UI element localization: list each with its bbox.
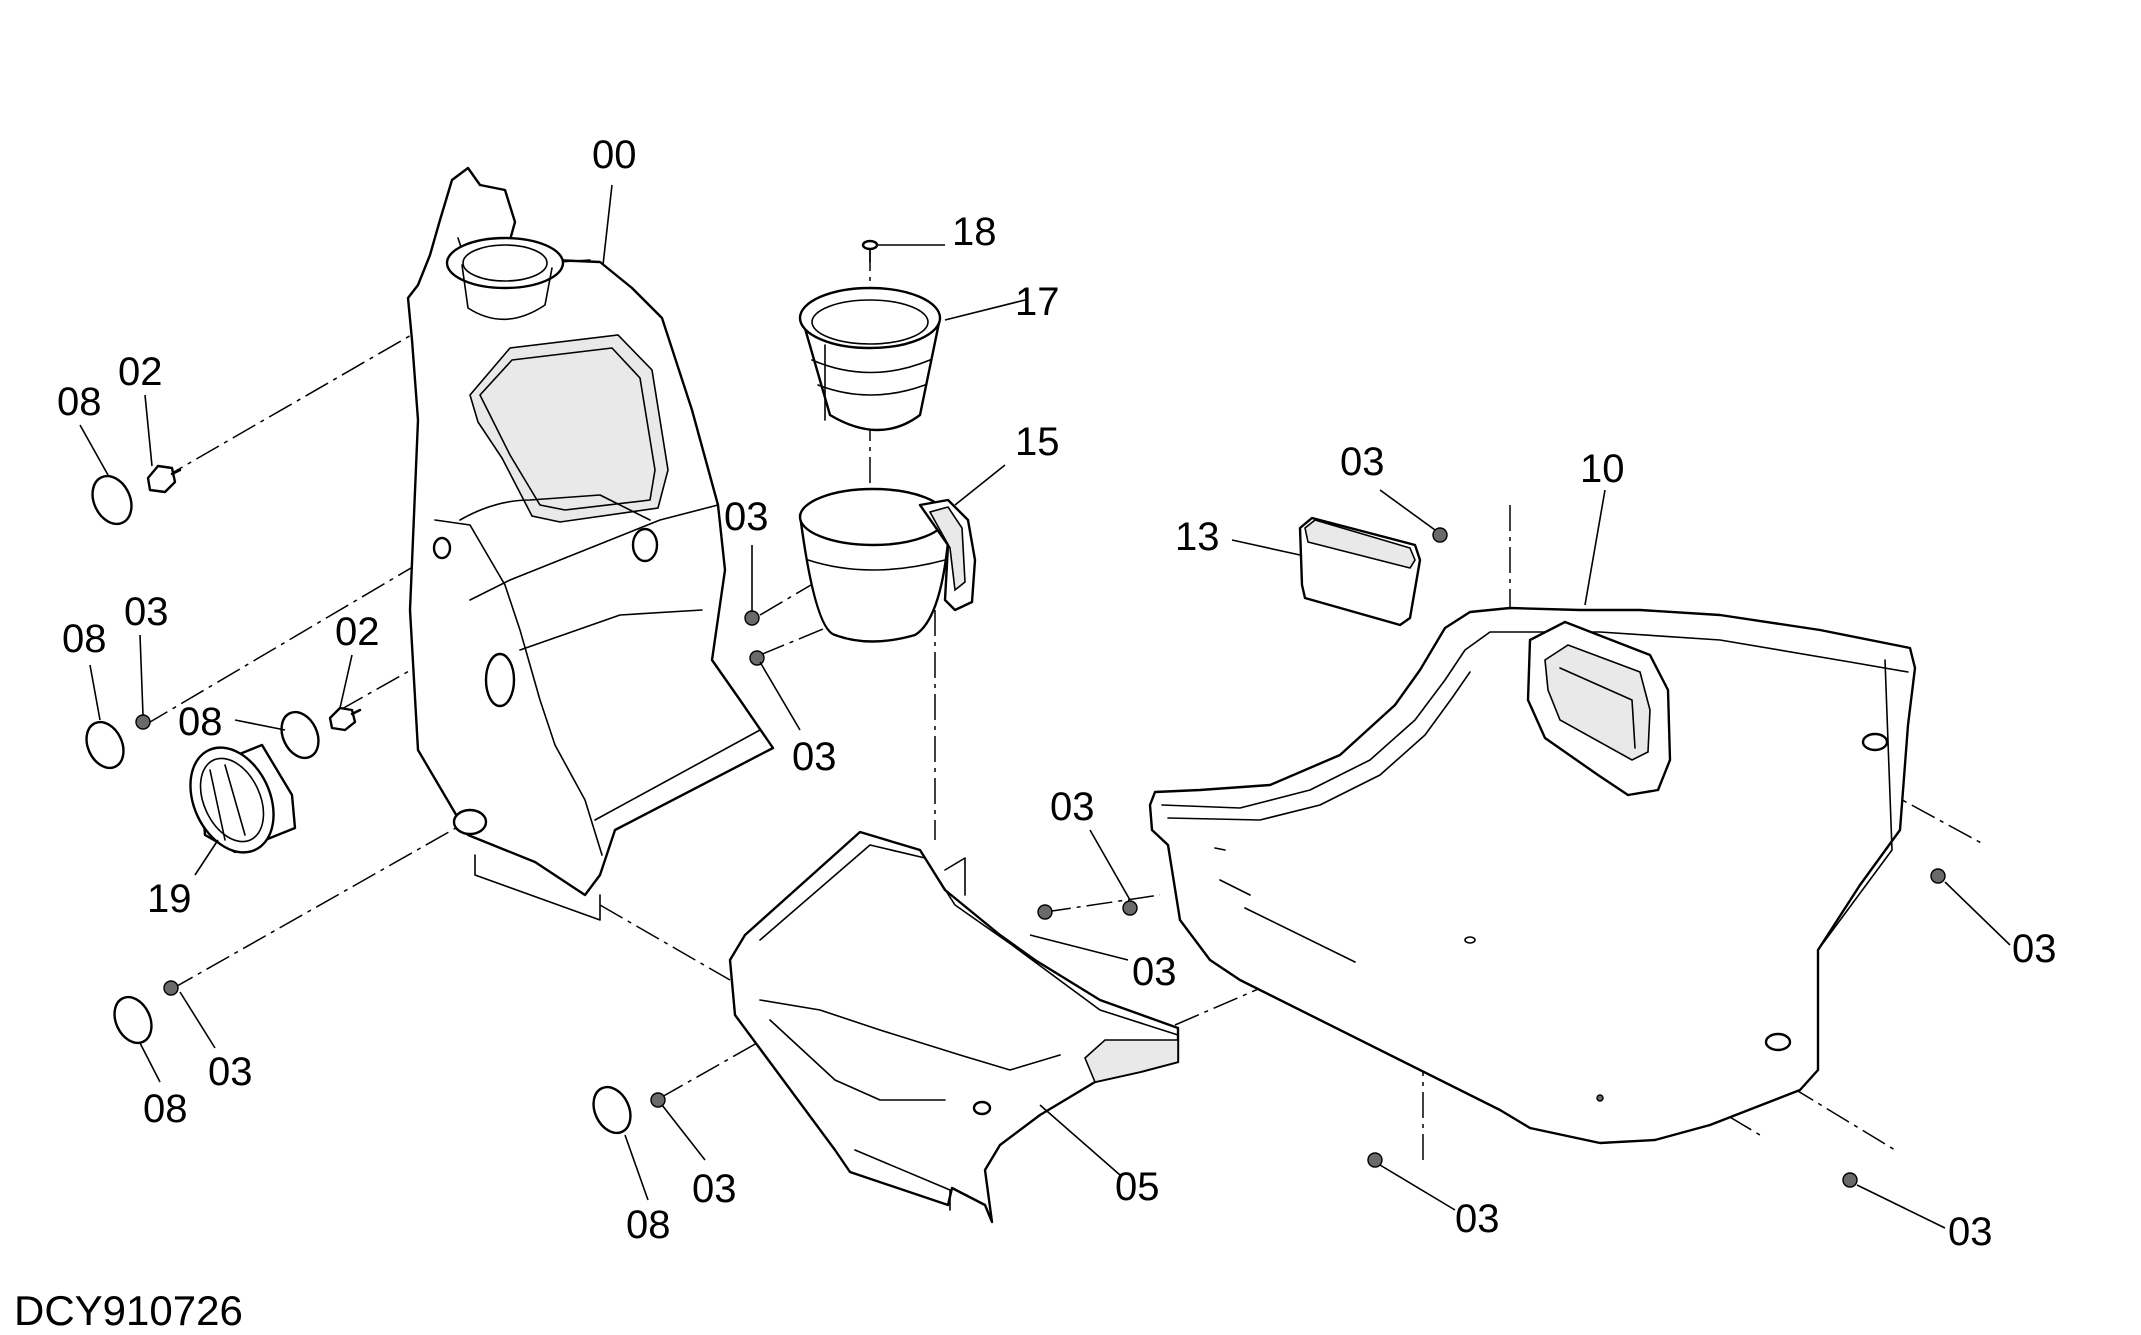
bolts: [135, 464, 1946, 1188]
callout-08: 08: [62, 617, 107, 661]
duct-ring: [189, 743, 297, 854]
side-panel: [1148, 606, 1917, 1145]
callout-15: 15: [1015, 420, 1060, 464]
bolt-03-k: [1842, 1172, 1858, 1188]
callout-03: 03: [2012, 927, 2057, 971]
callout-labels: 00 02 08 03 08 02 08 19 03 08 03 03 18 1…: [57, 133, 2057, 1254]
callout-08: 08: [143, 1087, 188, 1131]
callout-10: 10: [1580, 447, 1625, 491]
cover-plug: [1298, 516, 1422, 627]
callout-08: 08: [57, 380, 102, 424]
caps: [85, 474, 632, 1135]
cap-08-c: [280, 710, 320, 760]
cup-holder-ring: [798, 286, 942, 432]
pin: [861, 239, 879, 263]
bolt-03-j: [1930, 868, 1946, 884]
bolt-03-d: [749, 650, 765, 666]
bolt-03-a: [135, 714, 151, 730]
callout-00: 00: [592, 133, 637, 177]
callout-18: 18: [952, 210, 997, 254]
bolt-03-b: [163, 980, 179, 996]
callout-08: 08: [178, 700, 223, 744]
callout-03: 03: [792, 735, 837, 779]
bolt-03-g: [1432, 527, 1448, 543]
bolt-03-f: [1122, 900, 1138, 916]
leader-lines: [79, 184, 2011, 1229]
callout-03: 03: [724, 495, 769, 539]
cup-holder: [798, 487, 977, 643]
bolt-03-e: [1037, 904, 1053, 920]
bolt-02-upper: [146, 464, 182, 494]
lower-air-duct: [728, 830, 1180, 1224]
callout-05: 05: [1115, 1165, 1160, 1209]
cap-08-b: [85, 720, 125, 770]
callout-17: 17: [1015, 280, 1060, 324]
bolt-03-i: [1367, 1152, 1383, 1168]
callout-03: 03: [208, 1050, 253, 1094]
bolt-03-c: [744, 610, 760, 626]
callout-03: 03: [1050, 785, 1095, 829]
callout-08: 08: [626, 1203, 671, 1247]
cap-08-d: [113, 995, 153, 1045]
callout-03: 03: [1132, 950, 1177, 994]
callout-13: 13: [1175, 515, 1220, 559]
drawing-number: DCY910726: [14, 1287, 243, 1334]
callout-03: 03: [1948, 1210, 1993, 1254]
bolt-02-middle: [328, 706, 362, 732]
callout-03: 03: [1340, 440, 1385, 484]
bolt-03-h: [650, 1092, 666, 1108]
callout-02: 02: [335, 610, 380, 654]
callout-03: 03: [692, 1167, 737, 1211]
callout-02: 02: [118, 350, 163, 394]
callout-03: 03: [1455, 1197, 1500, 1241]
console-housing: [406, 166, 775, 921]
cap-08-a: [91, 474, 133, 526]
cap-08-e: [592, 1085, 632, 1135]
callout-03: 03: [124, 590, 169, 634]
callout-19: 19: [147, 877, 192, 921]
